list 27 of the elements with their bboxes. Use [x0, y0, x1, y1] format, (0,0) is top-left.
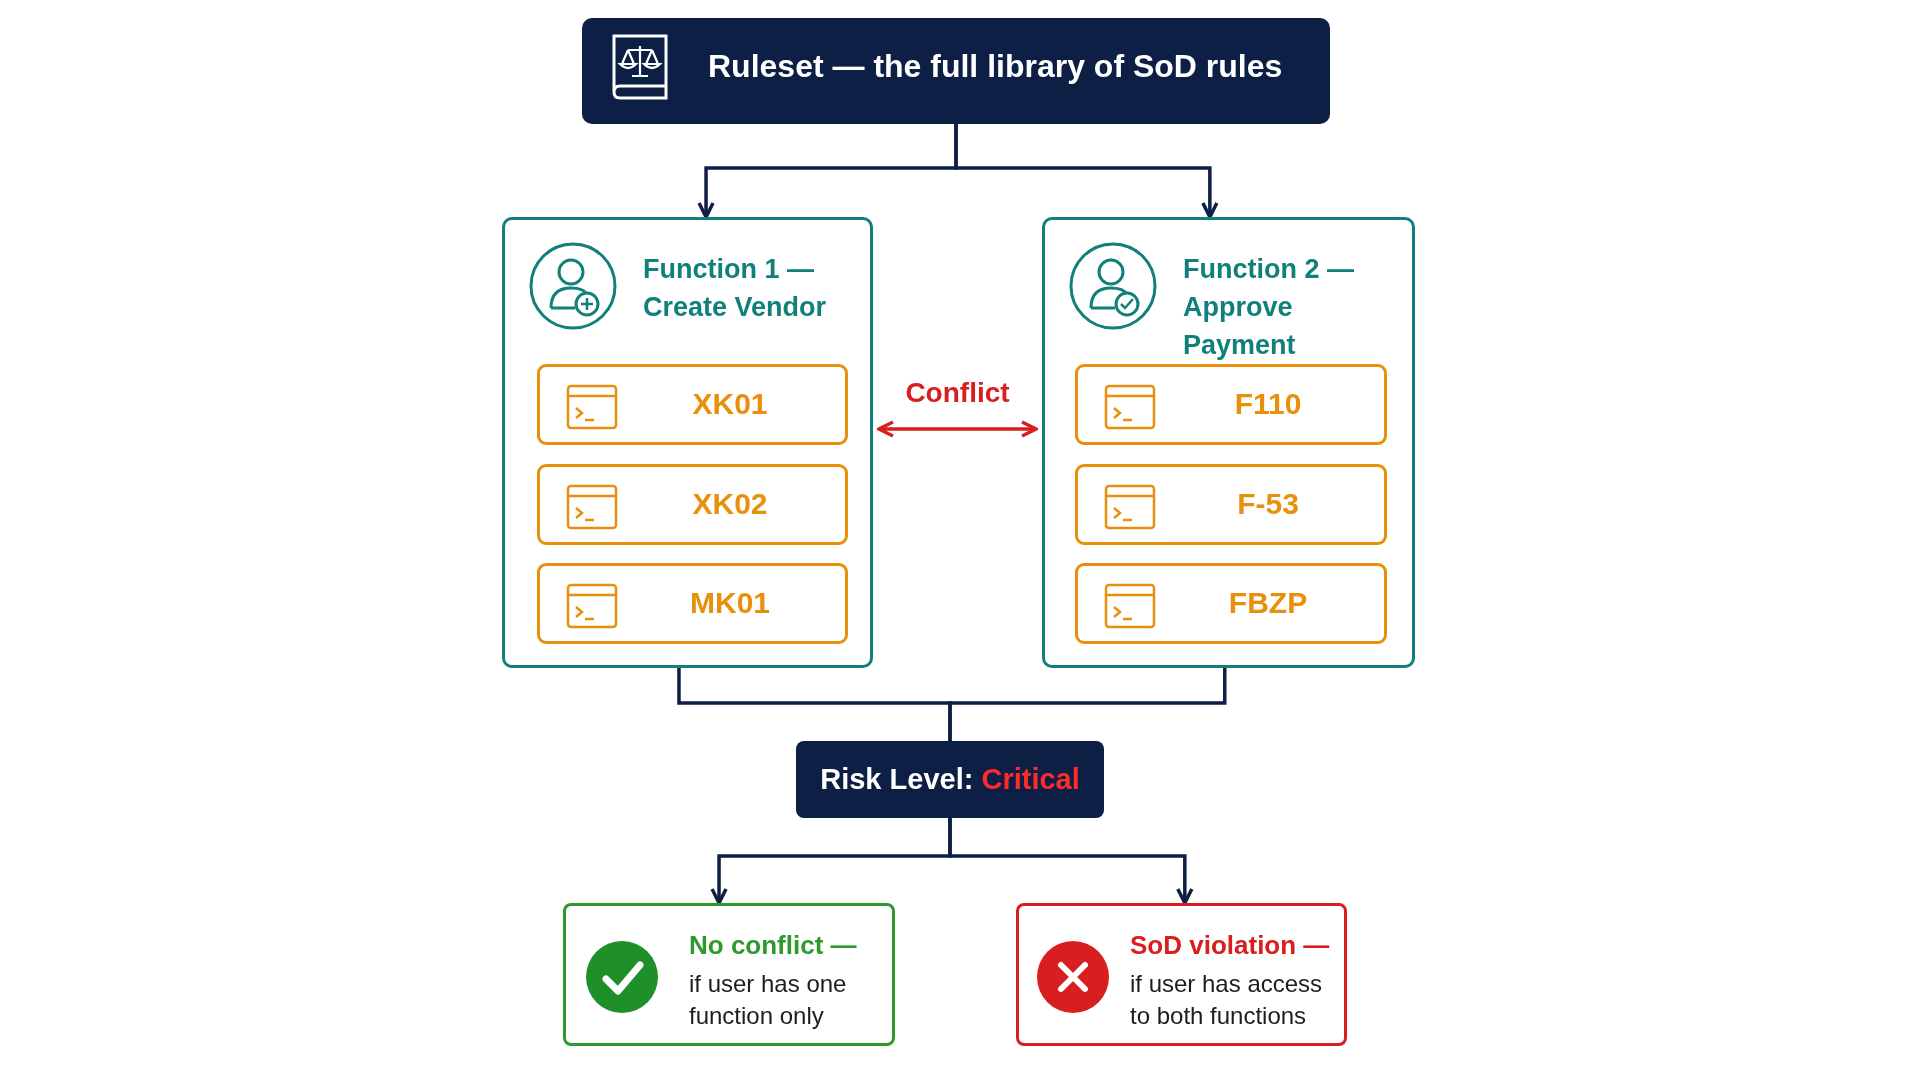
transaction-box: [1075, 563, 1387, 644]
transaction-code: XK01: [691, 387, 769, 421]
outcome-heading: SoD violation —: [1130, 930, 1330, 961]
transaction-code: F110: [1233, 387, 1303, 421]
transaction-code: FBZP: [1227, 586, 1309, 620]
title-text: Ruleset — the full library of SoD rules: [708, 48, 1284, 85]
function-panel: [502, 217, 873, 668]
outcome-text: if user has access to both functions: [1130, 969, 1324, 1031]
transaction-code: MK01: [689, 586, 771, 620]
risk-level-box: [796, 741, 1104, 818]
transaction-box: [537, 464, 848, 545]
transaction-code: XK02: [691, 487, 769, 521]
function-heading: Function 1 — Create Vendor: [643, 253, 828, 324]
transaction-box: [1075, 464, 1387, 545]
function-panel: [1042, 217, 1415, 668]
transaction-box: [537, 364, 848, 445]
risk-value: Critical: [981, 763, 1080, 795]
transaction-code: F-53: [1236, 487, 1300, 521]
transaction-box: [537, 563, 848, 644]
transaction-box: [1075, 364, 1387, 445]
outcome-box: [563, 903, 895, 1046]
violation-box: [1016, 903, 1347, 1046]
outcome-text: if user has one function only: [689, 969, 848, 1031]
function-heading: Function 2 — Approve Payment: [1183, 253, 1355, 362]
risk-label: Risk Level:: [820, 763, 974, 795]
title-banner: [582, 18, 1330, 124]
outcome-heading: No conflict —: [689, 930, 858, 961]
